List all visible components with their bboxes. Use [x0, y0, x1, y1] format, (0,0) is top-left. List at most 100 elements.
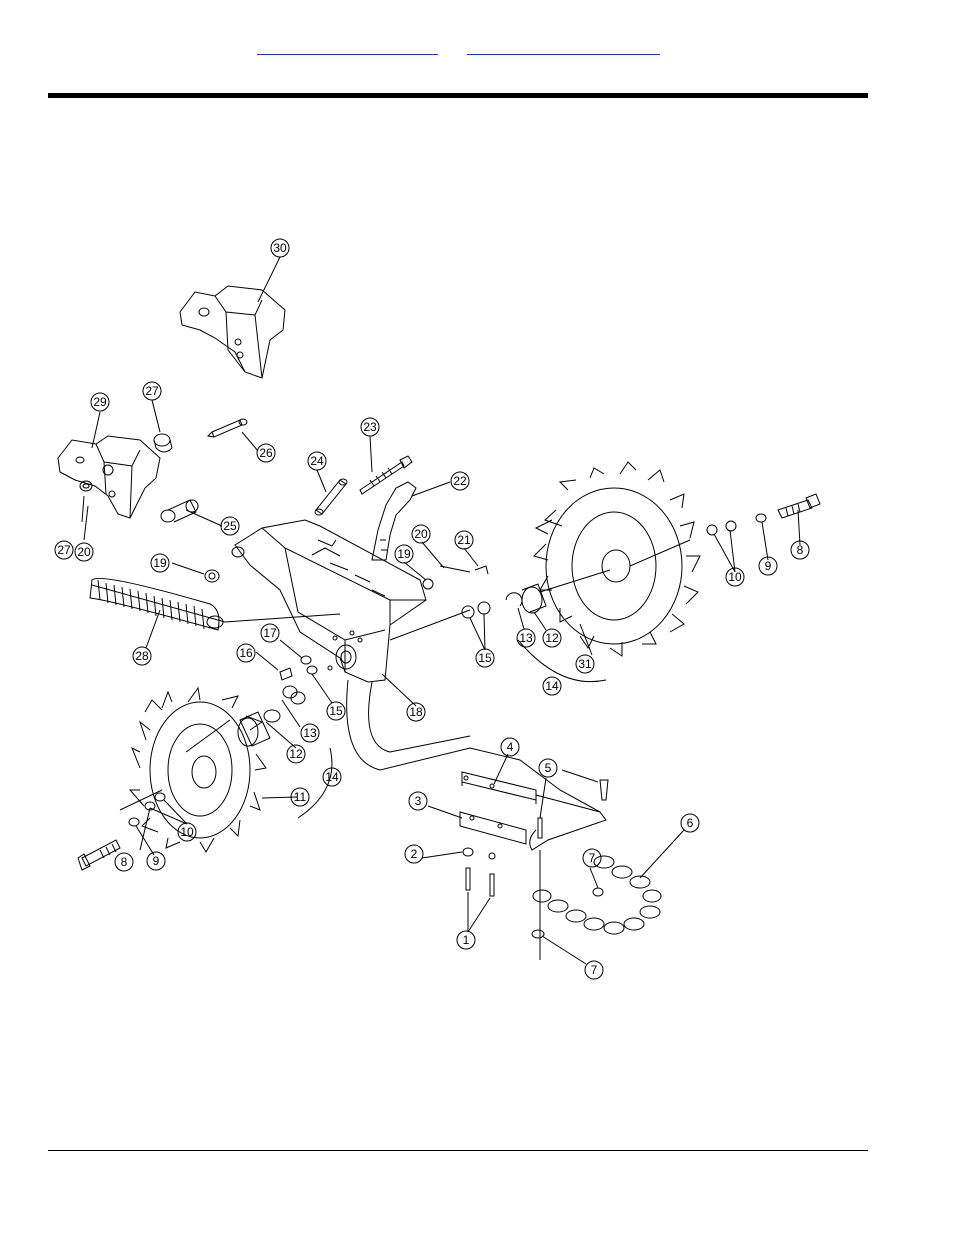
arm-part-18: [231, 519, 427, 683]
callout-12-right: 12: [542, 628, 562, 648]
fasteners-1-2-5: [462, 779, 609, 897]
nav-link-2[interactable]: [467, 40, 660, 55]
callout-17: 17: [260, 623, 280, 643]
callout-2: 2: [404, 844, 424, 864]
callout-13-right: 13: [516, 628, 536, 648]
callout-5: 5: [538, 758, 558, 778]
svg-text:12: 12: [289, 747, 303, 761]
hub-bolt-left: [77, 792, 166, 871]
svg-text:13: 13: [519, 631, 533, 645]
svg-text:17: 17: [263, 626, 277, 640]
callout-15-right: 15: [475, 648, 495, 668]
chain-mount-bar: [346, 679, 607, 851]
svg-text:27: 27: [57, 543, 71, 557]
svg-text:4: 4: [507, 740, 514, 754]
svg-text:15: 15: [329, 704, 343, 718]
header-rule: [48, 93, 868, 98]
bracket-part-30: [179, 285, 286, 379]
svg-text:30: 30: [273, 241, 287, 255]
bolt-part-23: [359, 455, 413, 495]
svg-text:2: 2: [411, 847, 418, 861]
svg-text:12: 12: [545, 631, 559, 645]
svg-text:19: 19: [153, 556, 167, 570]
svg-text:20: 20: [77, 545, 91, 559]
svg-text:7: 7: [591, 963, 598, 977]
callout-8-right: 8: [790, 540, 810, 560]
callout-14-left: 14: [322, 767, 342, 787]
callout-20-left: 20: [74, 542, 94, 562]
svg-text:25: 25: [223, 519, 237, 533]
callout-27-lower: 27: [54, 540, 74, 560]
spindle-stack-right: [389, 569, 611, 641]
callout-9-left: 9: [146, 851, 166, 871]
bracket-part-29: [57, 435, 161, 519]
svg-text:8: 8: [797, 543, 804, 557]
closing-wheel-part-11: [119, 686, 267, 853]
svg-text:21: 21: [457, 533, 471, 547]
callout-25: 25: [220, 516, 240, 536]
svg-text:10: 10: [728, 570, 742, 584]
svg-text:15: 15: [478, 651, 492, 665]
callout-10-right: 10: [725, 567, 745, 587]
callout-6: 6: [680, 813, 700, 833]
callout-23: 23: [360, 417, 380, 437]
callout-29: 29: [90, 392, 110, 412]
callout-24: 24: [307, 451, 327, 471]
svg-text:10: 10: [180, 825, 194, 839]
hardware-parts-19-20-21: [204, 565, 489, 590]
svg-text:27: 27: [145, 384, 159, 398]
bearing-lines-part-14: [297, 639, 607, 819]
callout-8-left: 8: [114, 852, 134, 872]
callout-20-right: 20: [411, 524, 431, 544]
svg-text:18: 18: [409, 705, 423, 719]
svg-text:9: 9: [765, 559, 772, 573]
svg-text:31: 31: [578, 657, 592, 671]
callout-19-right: 19: [394, 544, 414, 564]
handle-part-22: [371, 481, 417, 561]
svg-text:11: 11: [294, 790, 307, 804]
callout-28: 28: [132, 646, 152, 666]
nav-link-1[interactable]: [257, 40, 438, 55]
svg-text:5: 5: [545, 761, 552, 775]
svg-text:1: 1: [463, 933, 470, 947]
callout-12-left: 12: [286, 744, 306, 764]
spacer-part-24: [314, 478, 348, 516]
svg-text:19: 19: [397, 547, 411, 561]
spring-part-28: [89, 577, 341, 631]
leader-lines: [81, 256, 801, 965]
callout-19-left: 19: [150, 553, 170, 573]
footer-rule: [48, 1150, 868, 1151]
callout-3: 3: [408, 791, 428, 811]
callout-15-left: 15: [326, 701, 346, 721]
svg-text:9: 9: [153, 854, 160, 868]
closing-wheel-part-31: [533, 461, 701, 657]
pin-part-26: [206, 418, 248, 438]
callout-7-lower: 7: [584, 960, 604, 980]
svg-text:24: 24: [310, 454, 324, 468]
svg-text:22: 22: [453, 474, 467, 488]
svg-text:23: 23: [363, 420, 377, 434]
chain-part-6: [532, 850, 662, 960]
callout-16: 16: [236, 643, 256, 663]
callouts: 30 29 27 26 23 24 22 20 21 19 27 20 25 1…: [54, 238, 810, 980]
callout-9-right: 9: [758, 556, 778, 576]
svg-text:8: 8: [121, 855, 128, 869]
callout-18: 18: [406, 702, 426, 722]
svg-text:6: 6: [687, 816, 694, 830]
spindle-stack-left: [237, 655, 318, 747]
callout-11: 11: [290, 787, 310, 807]
callout-7-upper: 7: [582, 848, 602, 868]
callout-31: 31: [575, 654, 595, 674]
svg-text:3: 3: [415, 794, 422, 808]
svg-text:7: 7: [589, 851, 596, 865]
svg-text:26: 26: [259, 446, 273, 460]
callout-27-upper: 27: [142, 381, 162, 401]
bushing-part-25: [160, 499, 199, 523]
callout-10-left: 10: [177, 822, 197, 842]
svg-text:16: 16: [239, 646, 253, 660]
callout-30: 30: [270, 238, 290, 258]
callout-22: 22: [450, 471, 470, 491]
callout-26: 26: [256, 443, 276, 463]
svg-text:13: 13: [303, 726, 317, 740]
